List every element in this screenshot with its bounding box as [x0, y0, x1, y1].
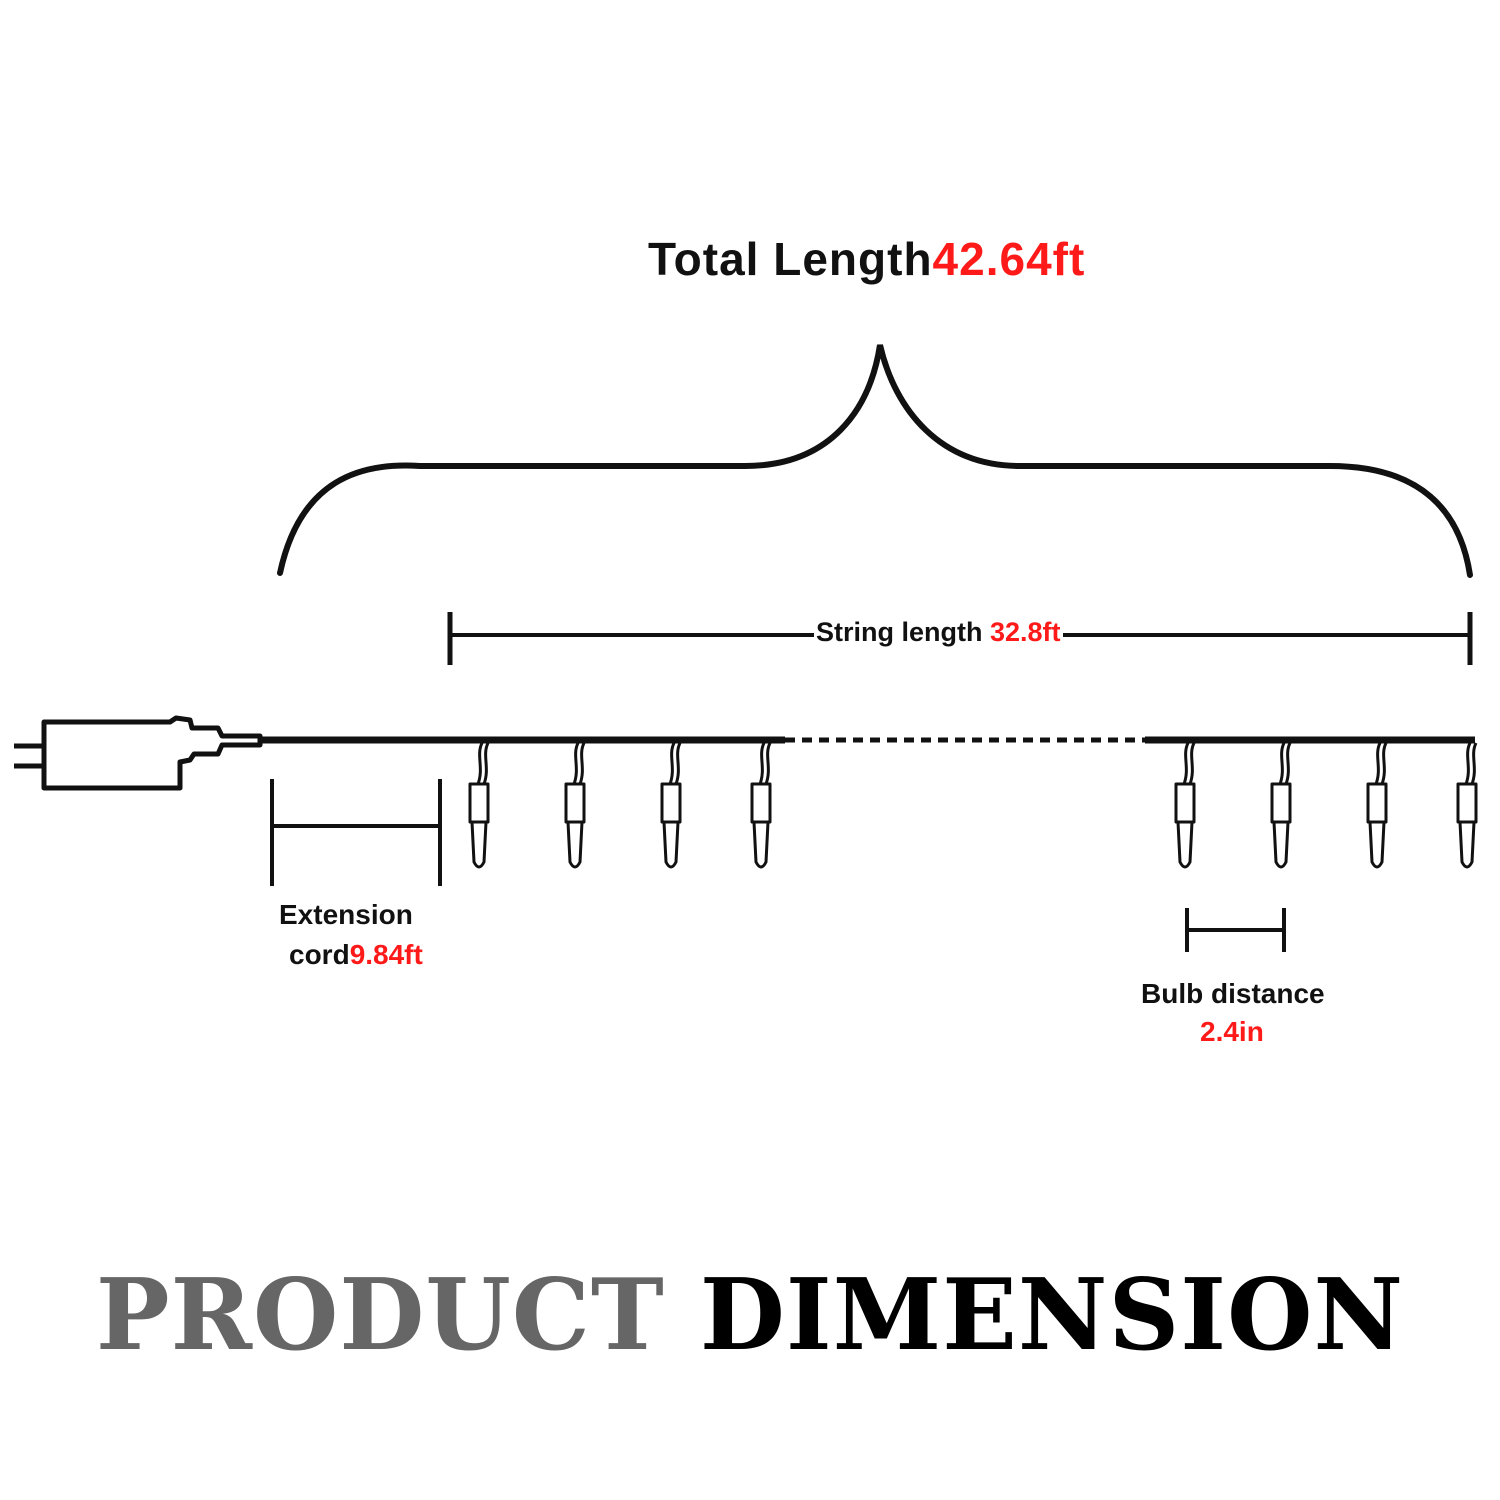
bulb-icon	[660, 742, 682, 869]
string-length-value: 32.8ft	[990, 617, 1061, 647]
total-length-value: 42.64ft	[932, 233, 1086, 285]
bulb-icon	[1270, 742, 1292, 869]
bulb-icon	[564, 742, 586, 869]
extension-cord-dimension	[270, 779, 442, 886]
bulb-icon	[1174, 742, 1196, 869]
total-length-text: Total Length	[648, 233, 933, 285]
total-length-label: Total Length42.64ft	[648, 232, 1085, 286]
bulb-distance-dimension	[1185, 908, 1286, 952]
bulb-icon	[1456, 742, 1478, 869]
bulb-distance-value: 2.4in	[1200, 1016, 1264, 1047]
total-length-brace	[277, 344, 1473, 578]
bulb-icon	[1366, 742, 1388, 869]
extension-cord-value: 9.84ft	[349, 939, 423, 970]
extension-cord-label: Extension cord9.84ft	[279, 895, 423, 975]
plug-icon	[14, 715, 263, 791]
title-word-dimension: DIMENSION	[699, 1258, 1405, 1373]
title-word-product: PRODUCT	[95, 1258, 665, 1373]
bulb-icon	[468, 742, 490, 869]
page-title: PRODUCT DIMENSION	[0, 1258, 1500, 1373]
extension-cord-text-line2: cord	[289, 939, 350, 970]
bulb-distance-text: Bulb distance	[1141, 978, 1325, 1009]
bulb-distance-label: Bulb distance 2.4in	[1141, 975, 1325, 1051]
string-length-text: String length	[816, 617, 983, 647]
bulbs	[468, 742, 1478, 869]
string-length-label: String length 32.8ft	[814, 617, 1063, 648]
extension-cord-text: Extension	[279, 899, 413, 930]
bulb-icon	[750, 742, 772, 869]
